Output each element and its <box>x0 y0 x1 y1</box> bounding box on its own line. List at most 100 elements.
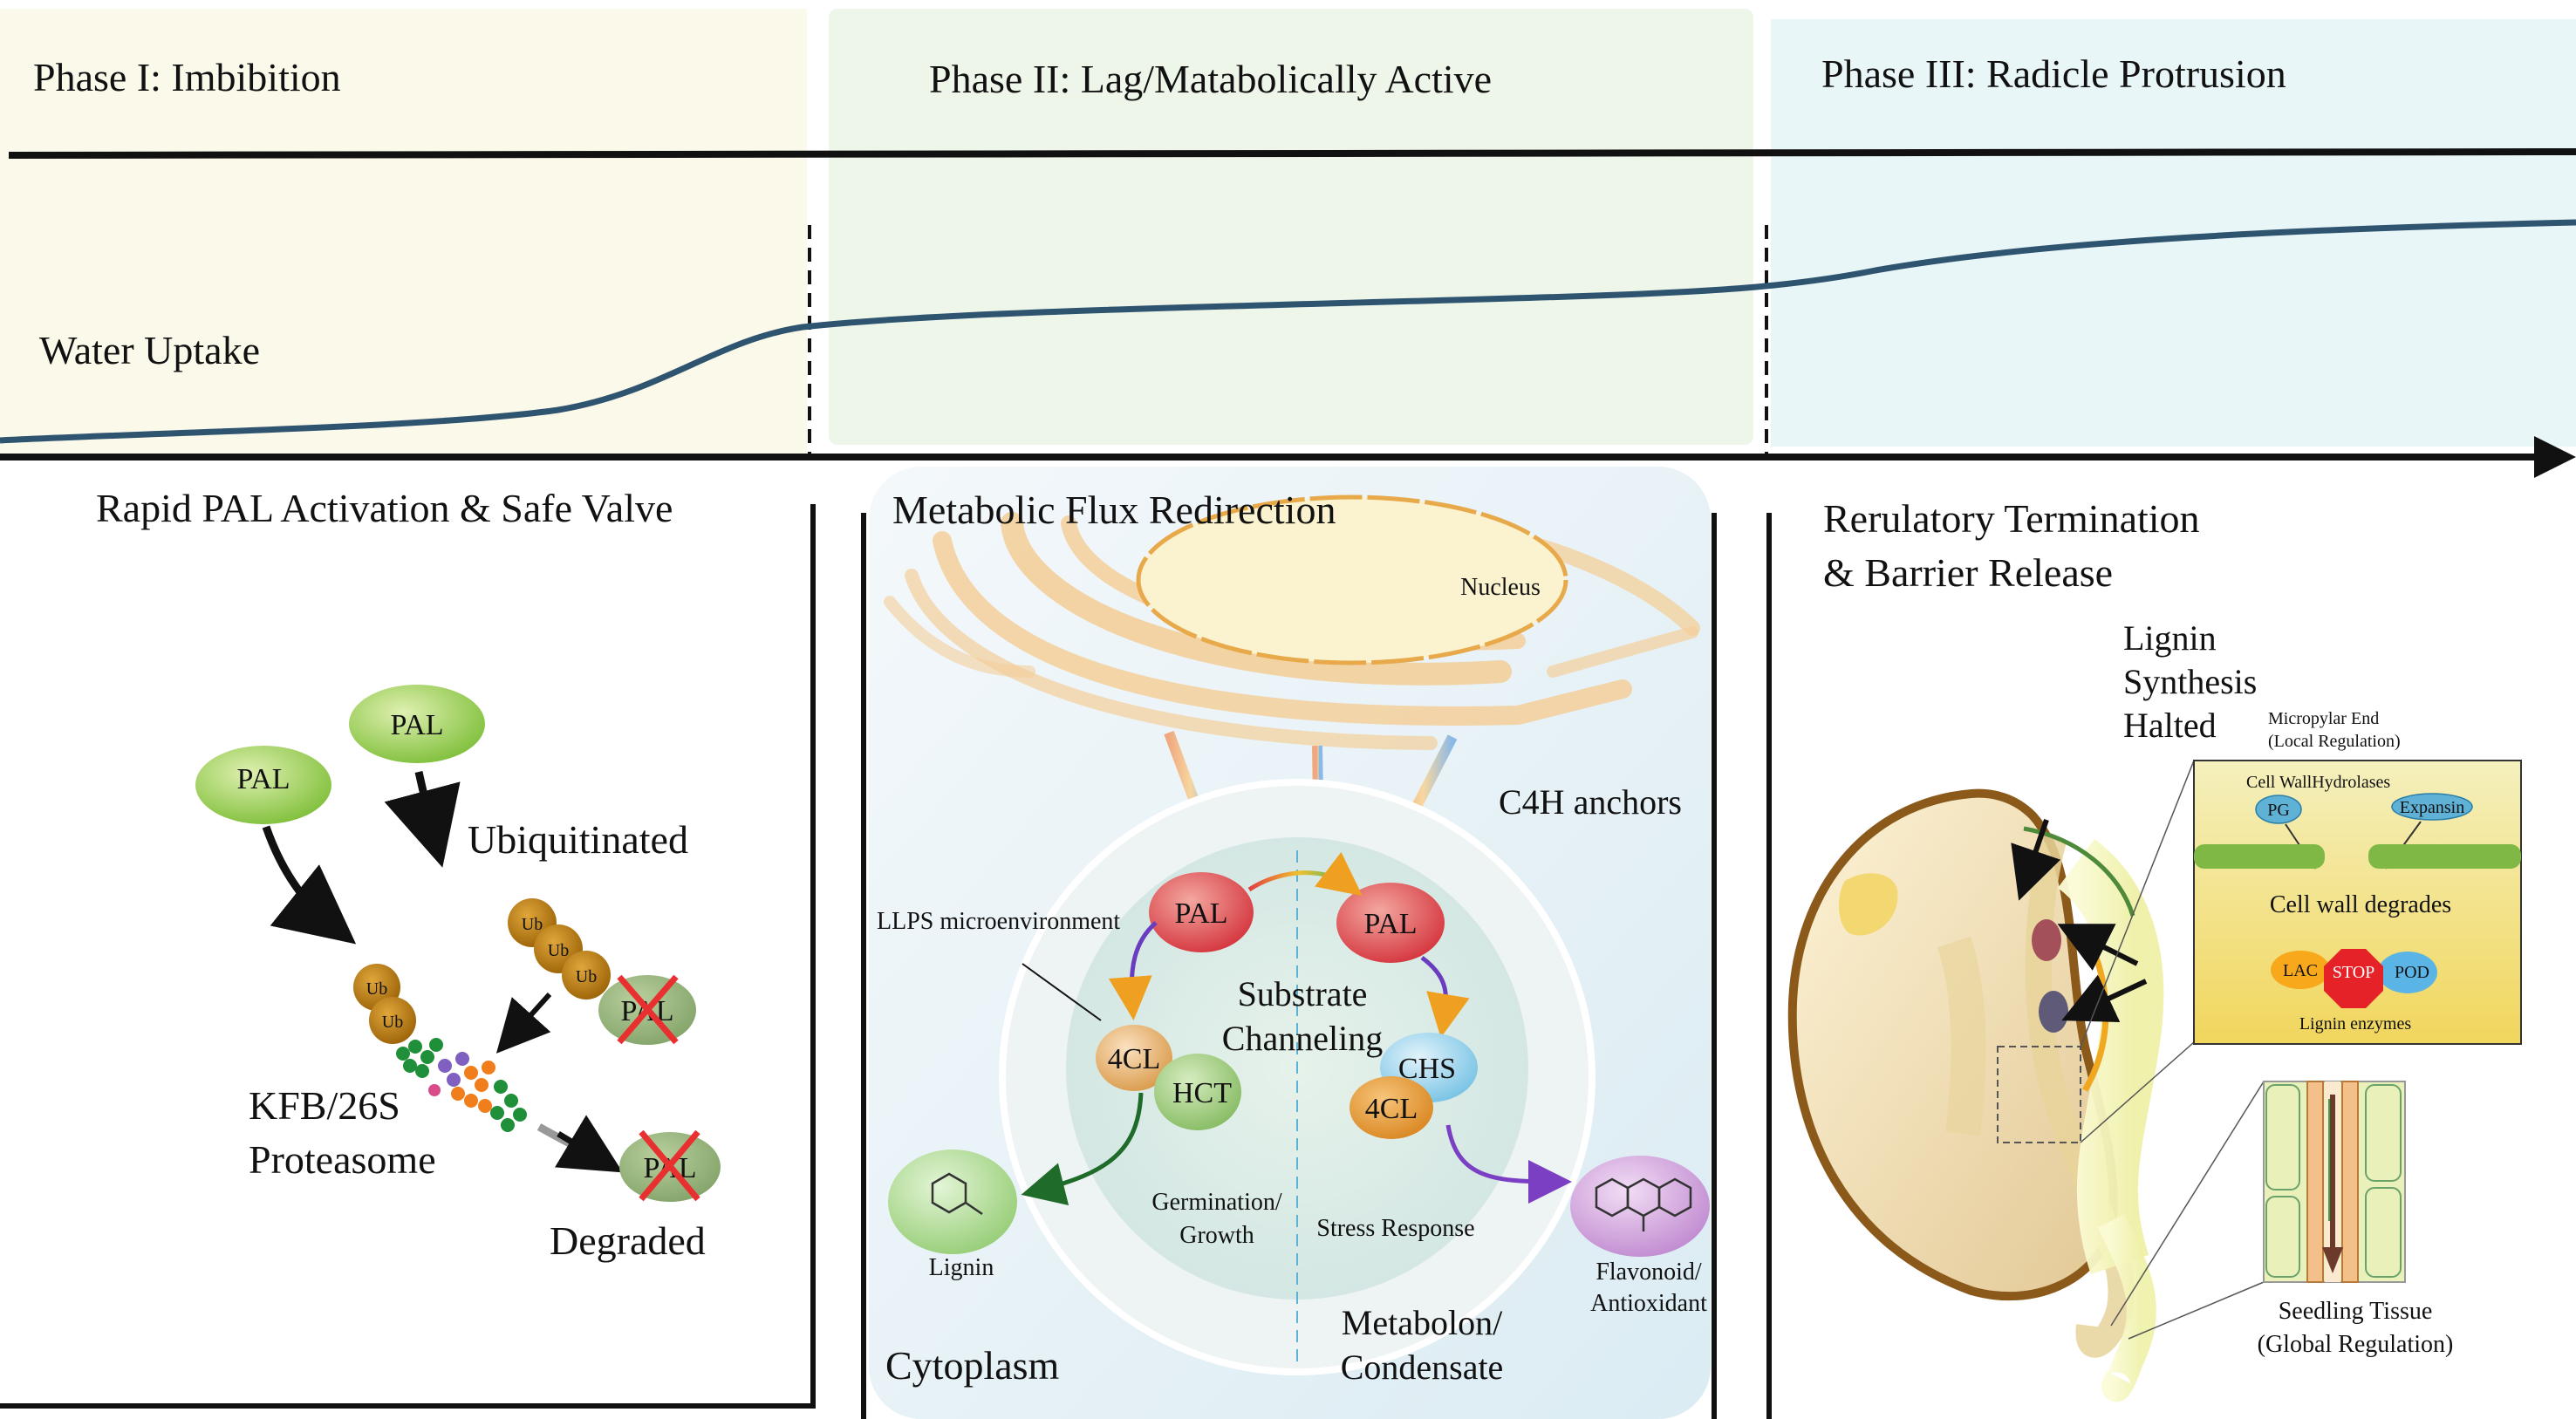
lignin-label: Lignin <box>929 1254 994 1281</box>
arrow-to-proteasome <box>262 825 357 945</box>
svg-text:Ub: Ub <box>576 967 597 986</box>
substrate-label-line2: Channeling <box>1222 1019 1383 1058</box>
cell-wall-right <box>2368 844 2521 869</box>
fourcl-node-right <box>1349 1076 1433 1139</box>
nucleus-label: Nucleus <box>1460 574 1541 601</box>
lignin-halted-line3: Halted <box>2123 706 2217 745</box>
pal-left-label: PAL <box>236 763 290 795</box>
pod-node <box>2378 952 2437 993</box>
phase3-label: Phase III: Radicle Protrusion <box>1821 51 2286 96</box>
phase2-label: Phase II: Lag/Matabolically Active <box>929 57 1492 101</box>
lac-node <box>2271 951 2330 989</box>
panel1-title: Rapid PAL Activation & Safe Valve <box>96 486 673 530</box>
proteasome-icon <box>396 1038 527 1132</box>
cytoplasm-label: Cytoplasm <box>885 1343 1060 1388</box>
benzene-ring-icon <box>931 1172 983 1216</box>
stop-sign-icon: STOP <box>2324 949 2383 1008</box>
expansin-node <box>2391 793 2473 821</box>
water-uptake-curve <box>0 219 2576 444</box>
arrow-micropylar-2 <box>2061 974 2148 1022</box>
pal-node-right-label: PAL <box>1363 908 1417 940</box>
pal-left <box>195 746 331 824</box>
pal-to-4cl-arrow <box>1108 921 1158 1020</box>
arrow-lignin-halted <box>2011 819 2061 901</box>
svg-text:Ub: Ub <box>522 915 543 934</box>
pod-label: POD <box>2395 963 2429 982</box>
nucleus <box>1136 495 1568 665</box>
seedling-label-line1: Seedling Tissue <box>2279 1298 2433 1325</box>
micropylar-label-line2: (Local Regulation) <box>2268 732 2401 751</box>
svg-text:STOP: STOP <box>2333 963 2375 982</box>
water-uptake-label: Water Uptake <box>39 328 260 372</box>
cross-mark-icon <box>617 974 679 1045</box>
ub-chain-left: Ub Ub <box>353 964 416 1044</box>
cross-mark-icon-2 <box>639 1129 700 1202</box>
pg-label: PG <box>2267 801 2290 820</box>
flavonoid-label-line1: Flavonoid/ <box>1595 1259 1702 1286</box>
fourcl-node-right-label: 4CL <box>1365 1093 1418 1125</box>
flavonoid-label-line2: Antioxidant <box>1590 1290 1707 1317</box>
cell-wall-degrades-label: Cell wall degrades <box>2270 891 2451 918</box>
to-lignin-arrow <box>1021 1092 1144 1205</box>
pal-top <box>349 685 485 763</box>
llps-label: LLPS microenvironment <box>877 908 1120 935</box>
arrow-to-ubiquitinated <box>384 771 461 868</box>
hct-node-label: HCT <box>1172 1077 1232 1109</box>
svg-text:Ub: Ub <box>548 941 569 960</box>
metabolon-label-line2: Condensate <box>1341 1347 1504 1387</box>
panel1: Rapid PAL Activation & Safe Valve PAL PA… <box>96 486 721 1263</box>
metabolon-label-line1: Metabolon/ <box>1342 1303 1503 1342</box>
svg-text:Ub: Ub <box>382 1013 403 1032</box>
phase1-label: Phase I: Imbibition <box>33 55 341 99</box>
seed-icon <box>1787 788 2164 1402</box>
panel2-title: Metabolic Flux Redirection <box>892 488 1336 532</box>
lignin-enzymes-label: Lignin enzymes <box>2299 1014 2412 1034</box>
pg-node <box>2255 795 2302 824</box>
arrow-to-degraded-head <box>554 1115 624 1173</box>
lignin-node <box>888 1150 1017 1254</box>
pal-top-label: PAL <box>390 709 443 741</box>
panel3: Rerulatory Termination & Barrier Release… <box>1787 496 2522 1402</box>
fourcl-node-left <box>1096 1025 1172 1091</box>
flavonoid-node <box>1570 1156 1710 1257</box>
hct-node <box>1154 1054 1241 1130</box>
phase2-background <box>829 9 1753 445</box>
to-flavonoid-arrow <box>1445 1124 1572 1204</box>
panel3-title-line2: & Barrier Release <box>1823 550 2113 595</box>
panel3-title-line1: Rerulatory Termination <box>1823 496 2200 541</box>
germination-label-line2: Growth <box>1179 1222 1254 1249</box>
proteasome-label-line2: Proteasome <box>249 1137 436 1182</box>
c4h-anchors-label: C4H anchors <box>1499 782 1682 822</box>
pal-to-pal-arrow <box>1247 851 1363 897</box>
flavonoid-structure-icon <box>1595 1177 1692 1231</box>
lignin-halted-line2: Synthesis <box>2123 662 2257 701</box>
lac-label: LAC <box>2283 961 2318 980</box>
pal-node-right <box>1336 883 1445 963</box>
seedling-label-line2: (Global Regulation) <box>2258 1331 2454 1358</box>
llps-pointer <box>1022 963 1102 1021</box>
arrow-micropylar-1 <box>2057 924 2139 971</box>
ub-chain-right: Ub Ub Ub <box>508 898 611 999</box>
lignin-halted-line1: Lignin <box>2123 618 2217 658</box>
stress-response-label: Stress Response <box>1316 1215 1474 1242</box>
micropylar-label-line1: Micropylar End <box>2268 709 2379 728</box>
ubiquitinated-label: Ubiquitinated <box>468 817 688 862</box>
germination-label-line1: Germination/ <box>1151 1189 1282 1216</box>
panel-borders <box>0 504 1772 1419</box>
zoom-region-upper <box>1997 1046 2081 1143</box>
svg-text:Ub: Ub <box>366 979 387 999</box>
phase-header-line <box>8 148 2576 159</box>
panel2: Nucleus C4H anchors LLPS microenvironmen… <box>869 467 1711 1419</box>
cell-wall-left <box>2194 844 2325 869</box>
pal-node-left <box>1149 872 1254 952</box>
pal-to-chs-arrow <box>1420 955 1470 1038</box>
pal-node-left-label: PAL <box>1174 897 1227 930</box>
degraded-label: Degraded <box>550 1218 706 1263</box>
phase-backgrounds <box>0 9 2576 454</box>
fourcl-node-left-label: 4CL <box>1108 1043 1160 1075</box>
time-axis-arrowhead <box>2534 436 2576 478</box>
phase1-background <box>0 9 807 454</box>
hydrolases-label: Cell WallHydrolases <box>2246 773 2390 792</box>
vascular-tissue-icon <box>2263 1081 2406 1283</box>
